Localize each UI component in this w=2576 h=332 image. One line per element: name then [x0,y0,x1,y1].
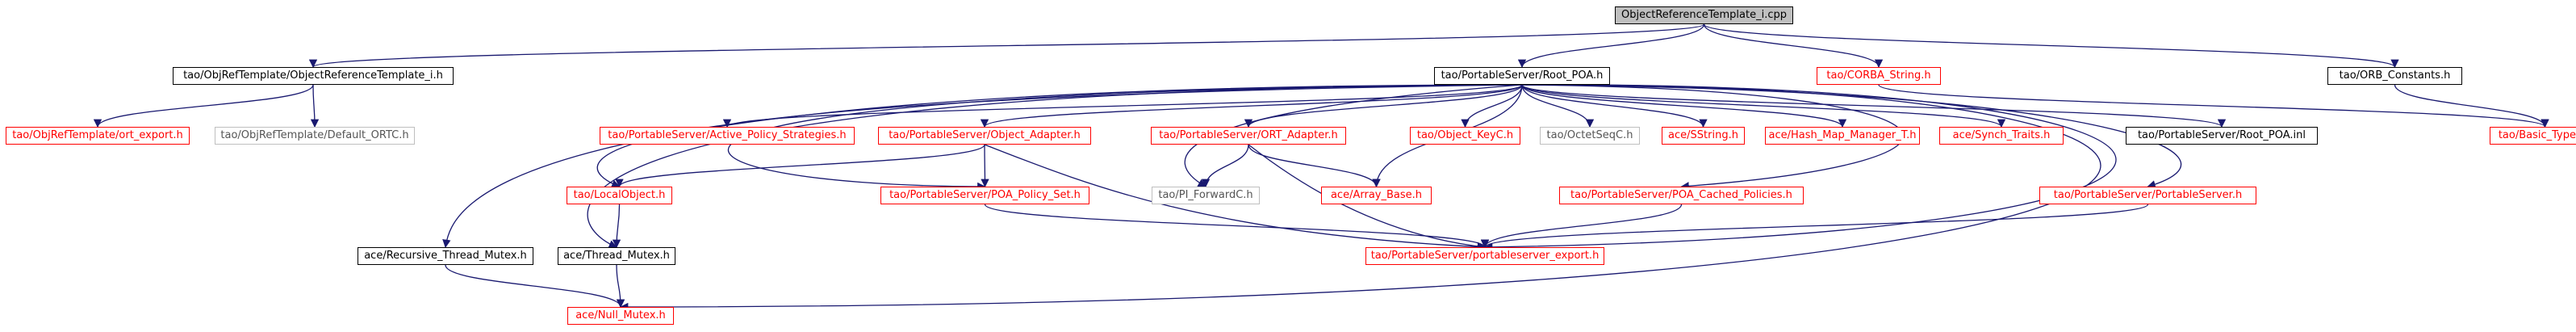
edge-root_poa_h-to-synch_traits_h [1521,84,2005,128]
node-sstring-h[interactable]: ace/SString.h [1662,127,1745,145]
edge-ort_adapter_h-to-pi_forwardc_h [1201,144,1249,188]
edge-localobject_h-to-thread_mutex_h [612,204,621,249]
edge-poa_cached_policies_h-to-portableserver_export_h [1480,204,1683,249]
node-null-mutex-h[interactable]: ace/Null_Mutex.h [567,307,674,325]
node-portableserver-h[interactable]: tao/PortableServer/PortableServer.h [2039,187,2256,204]
node-orb-constants-h[interactable]: tao/ORB_Constants.h [2327,67,2462,85]
node-synch-traits-h[interactable]: ace/Synch_Traits.h [1939,127,2064,145]
node-objectreferencetemplate-i-h[interactable]: tao/ObjRefTemplate/ObjectReferenceTempla… [173,67,454,85]
node-object-keyc-h[interactable]: tao/Object_KeyC.h [1410,127,1520,145]
node-root-poa-h[interactable]: tao/PortableServer/Root_POA.h [1434,67,1610,85]
edge-root_poa_h-to-sstring_h [1521,84,1708,128]
node-thread-mutex-h[interactable]: ace/Thread_Mutex.h [558,247,675,265]
node-ort-export-h[interactable]: tao/ObjRefTemplate/ort_export.h [6,127,190,145]
node-active-policy-strategies-h[interactable]: tao/PortableServer/Active_Policy_Strateg… [600,127,855,145]
node-basic-types-h[interactable]: tao/Basic_Types.h [2490,127,2576,145]
edge-orb_constants_h-to-basic_types_h [2394,84,2549,128]
node-portableserver-export-h[interactable]: tao/PortableServer/portableserver_export… [1365,247,1604,265]
edge-poa_policy_set_h-to-portableserver_export_h [984,204,1489,249]
edge-corba_string_h-to-basic_types_h [1878,84,2549,128]
edge-objref_template_i_h-to-ort_export_h [93,84,314,128]
node-recursive-thread-mutex-h[interactable]: ace/Recursive_Thread_Mutex.h [358,247,533,265]
node-poa-policy-set-h[interactable]: tao/PortableServer/POA_Policy_Set.h [880,187,1089,204]
edge-root-to-corba_string_h [1703,23,1884,69]
node-hash-map-manager-t-h[interactable]: ace/Hash_Map_Manager_T.h [1765,127,1920,145]
node-root-poa-inl[interactable]: tao/PortableServer/Root_POA.inl [2126,127,2318,145]
node-ort-adapter-h[interactable]: tao/PortableServer/ORT_Adapter.h [1151,127,1346,145]
edge-recursive_thread_mutex_h-to-null_mutex_h [445,264,625,309]
node-array-base-h[interactable]: ace/Array_Base.h [1321,187,1432,204]
edge-object_adapter_h-to-localobject_h [615,144,985,188]
edge-root_poa_h-to-portableserver_h [1521,84,2182,189]
edge-root_poa_h-to-recursive_thread_mutex_h [442,84,1523,249]
edge-root-to-objref_template_i_h [309,23,1705,69]
edge-root_poa_h-to-hash_map_manager_h [1521,84,1847,128]
edge-root_poa_h-to-octetseqc_h [1521,84,1595,128]
node-object-adapter-h[interactable]: tao/PortableServer/Object_Adapter.h [878,127,1091,145]
edge-root_poa_h-to-object_adapter_h [981,84,1523,128]
node-localobject-h[interactable]: tao/LocalObject.h [567,187,672,204]
edge-root_poa_h-to-portableserver_export_h [1483,84,2117,252]
edge-ort_adapter_h-to-array_base_h [1248,144,1381,188]
edge-object_adapter_h-to-portableserver_export_h [984,144,1487,251]
node-pi-forwardc-h[interactable]: tao/PI_ForwardC.h [1152,187,1260,204]
edge-root_poa_h-to-active_policy_strategies_h [723,84,1523,128]
edge-thread_mutex_h-to-null_mutex_h [616,264,625,309]
edge-root_poa_h-to-root_poa_inl [1521,84,2226,128]
edge-root_poa_h-to-object_keyc_h [1461,84,1523,128]
edge-root_poa_h-to-ort_adapter_h [1244,84,1523,128]
edge-portableserver_h-to-portableserver_export_h [1481,204,2149,249]
node-octetseqc-h[interactable]: tao/OctetSeqC.h [1540,127,1640,145]
edge-root-to-orb_constants_h [1703,23,2399,69]
node-default-ortc-h[interactable]: tao/ObjRefTemplate/Default_ORTC.h [215,127,415,145]
node-poa-cached-policies-h[interactable]: tao/PortableServer/POA_Cached_Policies.h [1559,187,1804,204]
node-objectreferencetemplate-i-cpp[interactable]: ObjectReferenceTemplate_i.cpp [1615,6,1793,24]
node-corba-string-h[interactable]: tao/CORBA_String.h [1817,67,1941,85]
edge-root-to-root_poa_h [1517,23,1705,69]
edge-objref_template_i_h-to-default_ortc_h [310,84,320,128]
edge-root_poa_h-to-thread_mutex_h [587,84,1523,249]
